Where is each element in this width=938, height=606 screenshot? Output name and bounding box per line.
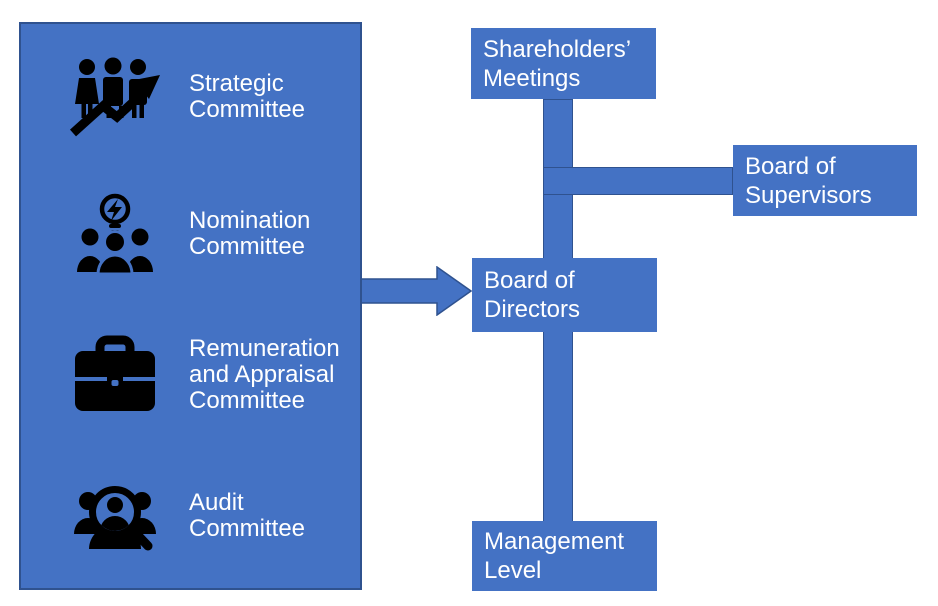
team-lightbulb-icon xyxy=(69,192,161,276)
briefcase-icon xyxy=(69,335,161,415)
node-board-of-supervisors: Board of Supervisors xyxy=(733,145,917,216)
audit-committee-item: Audit Committee xyxy=(69,468,354,564)
management-level-label: Management Level xyxy=(484,528,625,584)
strategic-committee-label: Strategic Committee xyxy=(189,70,306,123)
audit-committee-label: Audit Committee xyxy=(189,489,306,542)
board-committees-panel: Strategic Committee xyxy=(19,22,362,590)
node-management-level: Management Level xyxy=(472,521,657,591)
remuneration-committee-label: Remuneration and Appraisal Committee xyxy=(189,335,340,414)
people-growth-arrow-icon xyxy=(69,57,161,137)
team-magnifier-icon xyxy=(69,477,161,555)
board-of-supervisors-label: Board of Supervisors xyxy=(745,152,872,209)
strategic-committee-item: Strategic Committee xyxy=(69,49,354,145)
nomination-committee-item: Nomination Committee xyxy=(69,186,354,282)
nomination-committee-label: Nomination Committee xyxy=(189,207,311,260)
horizontal-connector-to-supervisors xyxy=(543,167,733,195)
shareholders-meetings-label: Shareholders’ Meetings xyxy=(483,35,632,92)
remuneration-committee-item: Remuneration and Appraisal Committee xyxy=(69,327,354,423)
node-shareholders-meetings: Shareholders’ Meetings xyxy=(471,28,656,99)
committees-to-directors-arrow xyxy=(358,266,472,316)
node-board-of-directors: Board of Directors xyxy=(472,258,657,332)
board-of-directors-label: Board of Directors xyxy=(484,267,581,323)
